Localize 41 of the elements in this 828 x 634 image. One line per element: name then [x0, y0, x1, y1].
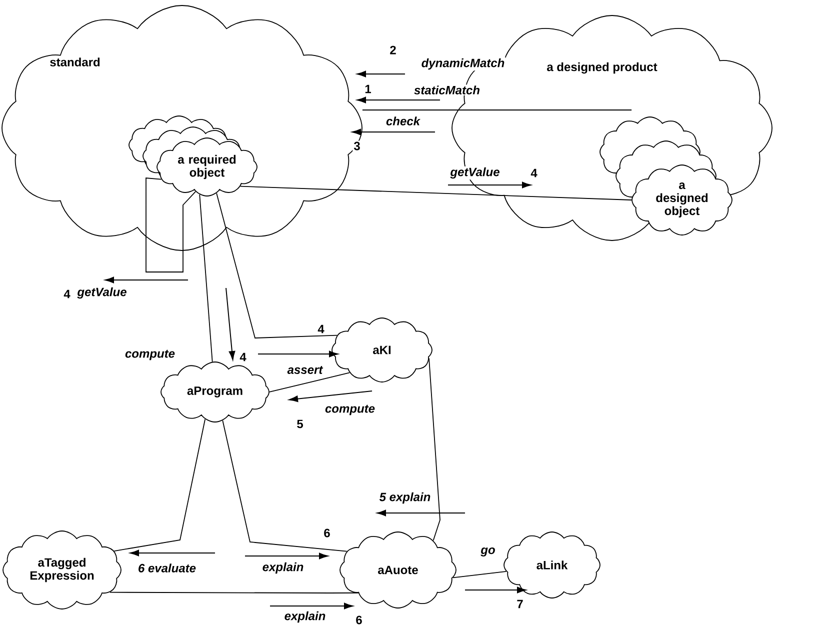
cloud-node: aLink — [504, 532, 600, 598]
message-label: 5 explain — [378, 491, 432, 505]
cloud-node: a required object — [128, 116, 258, 196]
message-label: go — [480, 546, 496, 558]
message-label: getValue — [449, 166, 501, 180]
message-label: compute — [324, 404, 376, 416]
message-label: dynamicMatch — [420, 57, 506, 71]
node-label: designed object — [656, 193, 708, 218]
sequence-number: 5 — [296, 418, 304, 430]
message-label: staticMatch — [413, 84, 482, 96]
sequence-number: 4 — [62, 288, 72, 300]
link-line — [222, 420, 348, 552]
link-line — [428, 358, 440, 541]
link-line — [216, 192, 338, 338]
link-line — [269, 372, 350, 392]
cloud-node: aKI — [332, 318, 432, 382]
cloud-node: aAuote — [340, 532, 456, 608]
sequence-number: 6 — [322, 528, 332, 538]
link-line — [109, 592, 359, 594]
link-line — [114, 418, 206, 552]
message-label: assert — [286, 365, 324, 375]
sequence-number: 6 — [354, 614, 364, 626]
message-label: check — [385, 116, 422, 126]
message-label: explain — [283, 610, 327, 624]
sequence-number: 4 — [530, 168, 538, 178]
message-label: getValue — [76, 286, 128, 300]
cloud-node: a designed object — [600, 116, 732, 236]
sequence-number: 2 — [388, 44, 398, 56]
cloud-node: aProgram — [160, 362, 270, 422]
sequence-number: 7 — [516, 598, 524, 610]
link-line — [452, 570, 507, 578]
sequence-number: 1 — [364, 84, 372, 94]
cloud-node: aTagged Expression — [2, 530, 122, 610]
link-line — [146, 178, 196, 272]
message-label: 6 evaluate — [137, 562, 198, 574]
message-label: compute — [124, 348, 176, 362]
link-line — [240, 186, 632, 200]
message-label: explain — [261, 561, 305, 575]
sequence-number: 4 — [316, 324, 326, 334]
link-line — [199, 194, 213, 362]
sequence-number: 3 — [352, 140, 362, 152]
